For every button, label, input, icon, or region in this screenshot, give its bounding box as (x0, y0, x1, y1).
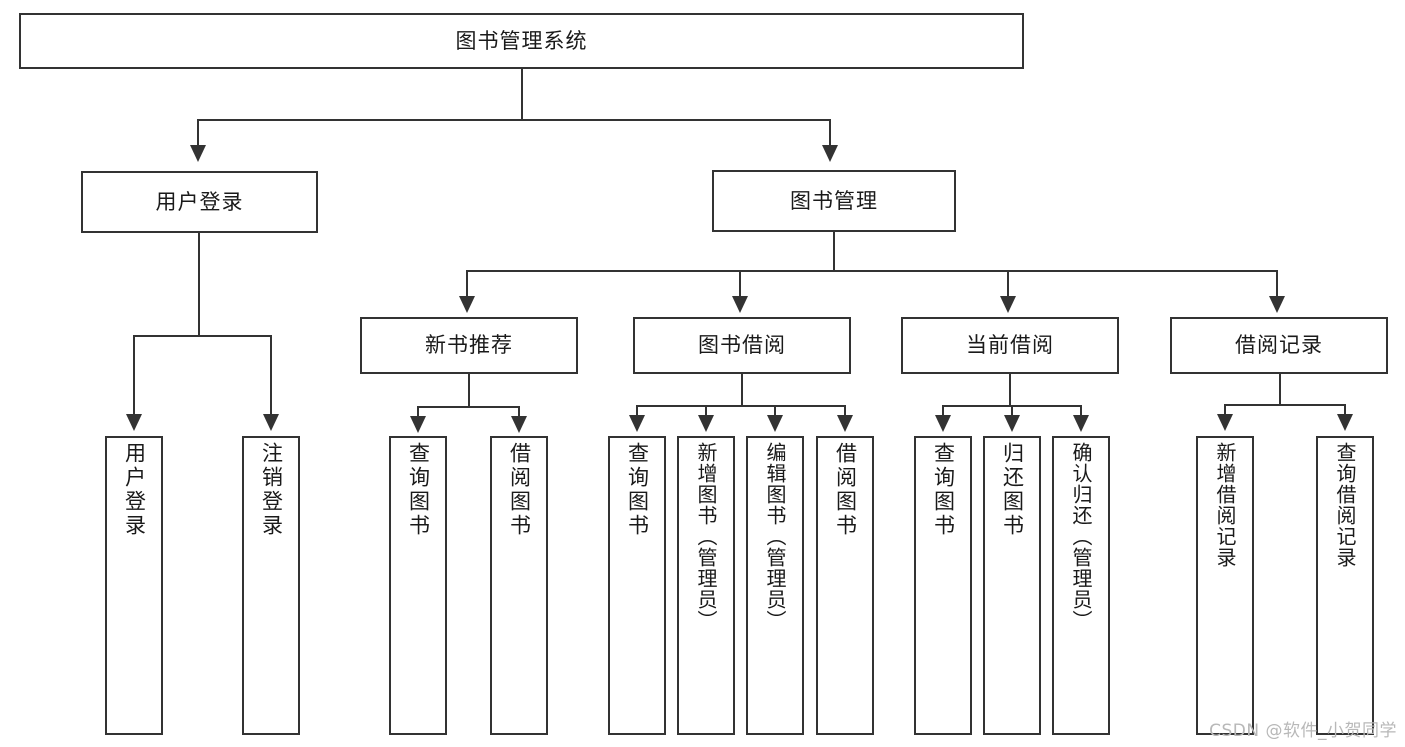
node-leaf-add-record[interactable]: 新增借阅记录 (1196, 436, 1254, 735)
node-root[interactable]: 图书管理系统 (19, 13, 1024, 69)
connector-root-down (521, 69, 523, 120)
arrow-to-leaf-query-book-1 (410, 416, 426, 433)
connector-cb-drop-3 (1080, 405, 1082, 417)
node-book-manage-label: 图书管理 (790, 188, 878, 213)
csdn-watermark: CSDN @软件_小贺同学 (1209, 721, 1397, 741)
arrow-to-leaf-query-book-2 (629, 415, 645, 432)
node-leaf-edit-book[interactable]: 编辑图书（管理员） (746, 436, 804, 735)
node-leaf-query-book-2-label: 查询图书 (625, 442, 650, 538)
arrow-to-current-borrow (1000, 296, 1016, 313)
arrow-to-borrow-record (1269, 296, 1285, 313)
arrow-to-leaf-logout-login (263, 414, 279, 431)
node-leaf-query-book-2[interactable]: 查询图书 (608, 436, 666, 735)
arrow-to-leaf-edit-book (767, 415, 783, 432)
connector-bb-drop-3 (774, 405, 776, 417)
node-root-label: 图书管理系统 (455, 28, 588, 53)
node-leaf-return-book-label: 归还图书 (1000, 442, 1025, 538)
connector-br-drop-2 (1344, 404, 1346, 416)
connector-br-drop-1 (1224, 404, 1226, 416)
node-leaf-query-book-1-label: 查询图书 (406, 442, 431, 538)
node-new-book-recommend[interactable]: 新书推荐 (360, 317, 578, 374)
connector-book-borrow-down (741, 374, 743, 407)
connector-bb-drop-1 (636, 405, 638, 417)
connector-level2-drop-3 (1007, 270, 1009, 297)
connector-bb-drop-2 (705, 405, 707, 417)
node-leaf-borrow-book-2[interactable]: 借阅图书 (816, 436, 874, 735)
connector-nbr-drop-1 (417, 406, 419, 418)
node-new-book-recommend-label: 新书推荐 (425, 333, 513, 358)
node-leaf-query-book-3-label: 查询图书 (931, 442, 956, 538)
node-current-borrow-label: 当前借阅 (966, 333, 1054, 358)
node-user-login-label: 用户登录 (155, 189, 244, 214)
arrow-to-leaf-return-book (1004, 415, 1020, 432)
arrow-to-leaf-borrow-book-2 (837, 415, 853, 432)
connector-level1-left-drop (197, 119, 199, 146)
connector-bb-drop-4 (844, 405, 846, 417)
node-leaf-borrow-book-1-label: 借阅图书 (507, 442, 532, 538)
node-leaf-confirm-return-label: 确认归还（管理员） (1069, 442, 1093, 631)
connector-level2-drop-1 (466, 270, 468, 297)
connector-user-login-drop-2 (270, 335, 272, 415)
connector-level2-drop-2 (739, 270, 741, 297)
node-leaf-return-book[interactable]: 归还图书 (983, 436, 1041, 735)
node-leaf-add-book-label: 新增图书（管理员） (694, 442, 718, 631)
connector-book-borrow-bar (636, 405, 846, 407)
node-leaf-logout-login[interactable]: 注销登录 (242, 436, 300, 735)
node-leaf-user-login-label: 用户登录 (122, 442, 147, 538)
node-user-login[interactable]: 用户登录 (81, 171, 318, 233)
connector-cb-drop-2 (1011, 405, 1013, 417)
arrow-to-leaf-query-book-3 (935, 415, 951, 432)
connector-current-borrow-down (1009, 374, 1011, 407)
connector-new-book-recommend-bar (417, 406, 520, 408)
node-leaf-query-book-1[interactable]: 查询图书 (389, 436, 447, 735)
connector-level2-drop-4 (1276, 270, 1278, 297)
node-book-manage[interactable]: 图书管理 (712, 170, 956, 232)
connector-borrow-record-down (1279, 374, 1281, 406)
node-leaf-logout-login-label: 注销登录 (259, 442, 284, 538)
node-borrow-record[interactable]: 借阅记录 (1170, 317, 1388, 374)
node-leaf-add-book[interactable]: 新增图书（管理员） (677, 436, 735, 735)
arrow-to-book-borrow (732, 296, 748, 313)
node-leaf-query-book-3[interactable]: 查询图书 (914, 436, 972, 735)
arrow-to-leaf-borrow-book-1 (511, 416, 527, 433)
arrow-to-leaf-add-book (698, 415, 714, 432)
arrow-to-leaf-query-record (1337, 414, 1353, 431)
arrow-to-book-manage (822, 145, 838, 162)
connector-book-manage-down (833, 232, 835, 271)
node-book-borrow-label: 图书借阅 (698, 333, 786, 358)
arrow-to-leaf-add-record (1217, 414, 1233, 431)
node-leaf-edit-book-label: 编辑图书（管理员） (763, 442, 787, 631)
arrow-to-user-login (190, 145, 206, 162)
connector-borrow-record-bar (1224, 404, 1346, 406)
arrow-to-leaf-confirm-return (1073, 415, 1089, 432)
node-borrow-record-label: 借阅记录 (1235, 333, 1323, 358)
node-leaf-confirm-return[interactable]: 确认归还（管理员） (1052, 436, 1110, 735)
connector-user-login-drop-1 (133, 335, 135, 415)
node-current-borrow[interactable]: 当前借阅 (901, 317, 1119, 374)
connector-new-book-recommend-down (468, 374, 470, 408)
connector-nbr-drop-2 (518, 406, 520, 418)
connector-level2-bar (466, 270, 1277, 272)
arrow-to-leaf-user-login (126, 414, 142, 431)
connector-level1-right-drop (829, 119, 831, 146)
node-leaf-user-login[interactable]: 用户登录 (105, 436, 163, 735)
node-leaf-borrow-book-2-label: 借阅图书 (833, 442, 858, 538)
node-leaf-borrow-book-1[interactable]: 借阅图书 (490, 436, 548, 735)
connector-user-login-down (198, 233, 200, 336)
connector-cb-drop-1 (942, 405, 944, 417)
node-leaf-add-record-label: 新增借阅记录 (1213, 442, 1237, 568)
node-book-borrow[interactable]: 图书借阅 (633, 317, 851, 374)
node-leaf-query-record-label: 查询借阅记录 (1333, 442, 1357, 568)
connector-level1-bar (197, 119, 831, 121)
connector-user-login-bar (133, 335, 272, 337)
node-leaf-query-record[interactable]: 查询借阅记录 (1316, 436, 1374, 735)
arrow-to-new-book-recommend (459, 296, 475, 313)
